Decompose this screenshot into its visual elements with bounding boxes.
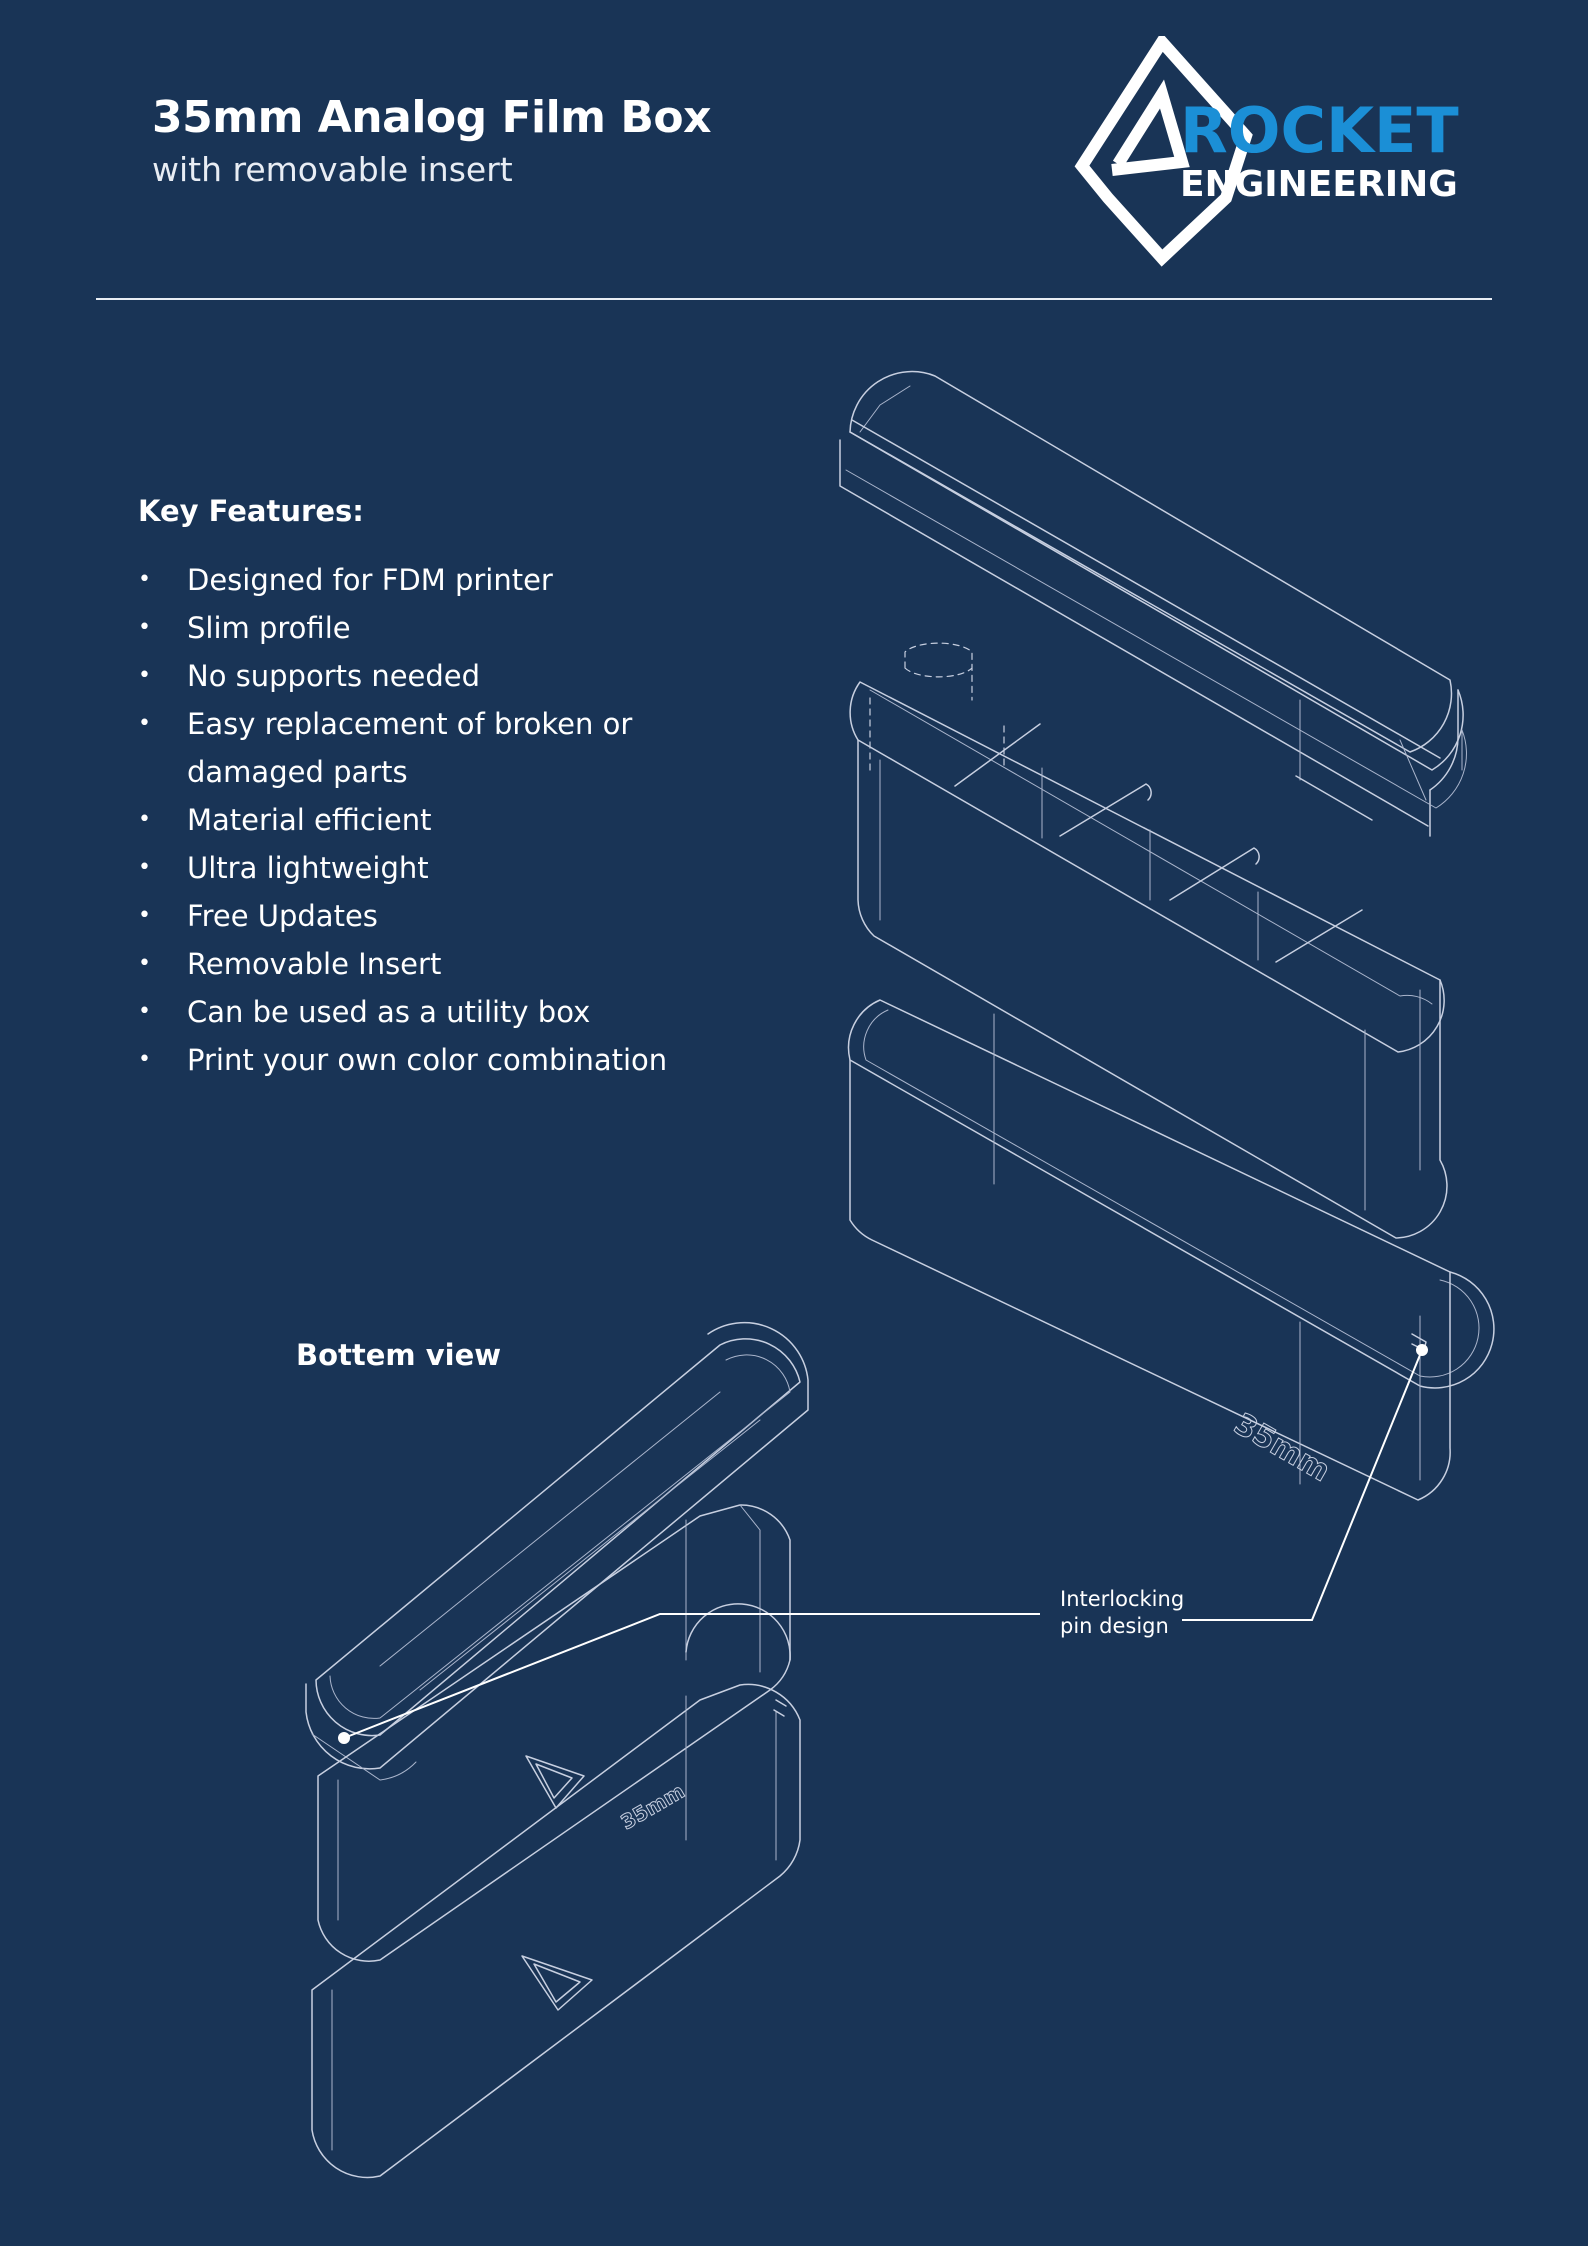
feature-item: No supports needed bbox=[138, 652, 698, 700]
callout-line-2: pin design bbox=[1060, 1614, 1169, 1638]
embossed-35mm-label: 35mm bbox=[1228, 1407, 1336, 1489]
feature-item: Can be used as a utility box bbox=[138, 988, 698, 1036]
feature-item: Easy replacement of broken or damaged pa… bbox=[138, 700, 698, 796]
logo-wordmark-engineering: ENGINEERING bbox=[1180, 164, 1458, 205]
bottom-embossed-35mm-label: 35mm bbox=[617, 1779, 689, 1835]
feature-item: Material efficient bbox=[138, 796, 698, 844]
feature-item: Free Updates bbox=[138, 892, 698, 940]
interlocking-pin-callout: Interlocking pin design bbox=[1060, 1586, 1184, 1640]
callout-line-1: Interlocking bbox=[1060, 1587, 1185, 1611]
bottom-view-lid-wireframe bbox=[305, 1321, 809, 1781]
feature-item: Ultra lightweight bbox=[138, 844, 698, 892]
feature-item: Removable Insert bbox=[138, 940, 698, 988]
page-title: 35mm Analog Film Box bbox=[152, 92, 711, 143]
bottom-view-insert-wireframe bbox=[317, 1504, 791, 1962]
bottom-view-heading: Bottem view bbox=[296, 1338, 502, 1372]
feature-item: Designed for FDM printer bbox=[138, 556, 698, 604]
header-divider bbox=[96, 298, 1492, 300]
rocket-diamond-logo-icon bbox=[1074, 36, 1253, 267]
logo-wordmark-rocket: ROCKET bbox=[1180, 94, 1459, 167]
company-logo: ROCKET ENGINEERING bbox=[1074, 36, 1459, 267]
base-wireframe: 35mm bbox=[847, 999, 1495, 1501]
bottom-view-base-wireframe: 35mm bbox=[311, 1683, 801, 2179]
feature-item: Print your own color combination bbox=[138, 1036, 698, 1084]
page-subtitle: with removable insert bbox=[152, 150, 513, 189]
features-list: Designed for FDM printer Slim profile No… bbox=[138, 556, 698, 1084]
callout-leader-lines bbox=[338, 1344, 1428, 1744]
features-heading: Key Features: bbox=[138, 494, 364, 528]
insert-wireframe bbox=[849, 642, 1448, 1239]
feature-item: Slim profile bbox=[138, 604, 698, 652]
lid-wireframe bbox=[839, 370, 1467, 837]
